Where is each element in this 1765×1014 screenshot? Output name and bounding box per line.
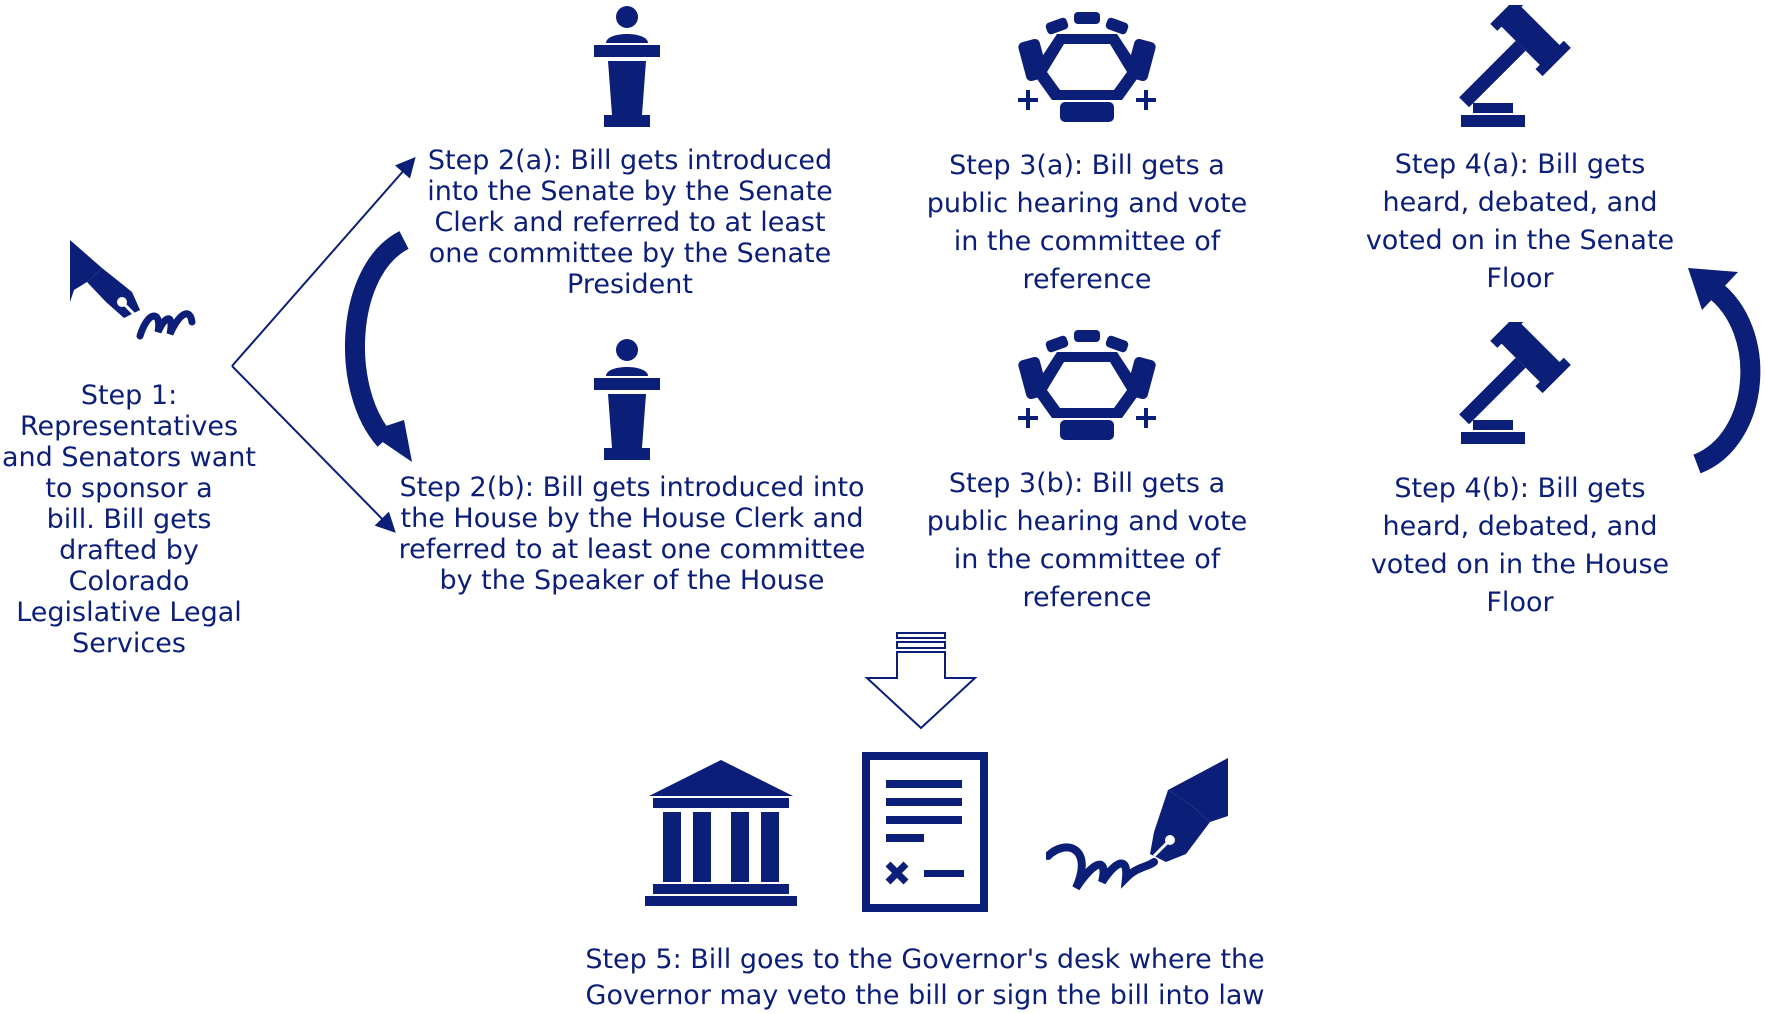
podium-speaker-icon: [594, 339, 660, 460]
fountain-pen-signature-icon: [70, 240, 196, 340]
curved-arrow-house-to-senate: [1688, 268, 1761, 474]
step4b-text: Step 4(b): Bill gets heard, debated, and…: [1370, 473, 1670, 618]
step2b-text: Step 2(b): Bill gets introduced into the…: [398, 472, 866, 596]
document-signature-icon: [862, 752, 988, 912]
step3a-text: Step 3(a): Bill gets a public hearing an…: [926, 150, 1248, 295]
step5-text: Step 5: Bill goes to the Governor's desk…: [585, 944, 1265, 1011]
down-arrow-icon: [864, 632, 978, 730]
arrow-to-step2b: [231, 365, 396, 533]
gavel-icon: [1459, 5, 1571, 127]
conference-table-icon: [1018, 12, 1156, 122]
arrow-to-step2a: [231, 156, 416, 367]
step2a-text: Step 2(a): Bill gets introduced into the…: [427, 145, 833, 300]
gavel-icon: [1459, 322, 1571, 444]
step3b-text: Step 3(b): Bill gets a public hearing an…: [926, 468, 1248, 613]
step4a-text: Step 4(a): Bill gets heard, debated, and…: [1365, 149, 1675, 294]
podium-speaker-icon: [594, 6, 660, 127]
conference-table-icon: [1018, 330, 1156, 440]
fountain-pen-signature-icon: [1046, 758, 1228, 891]
curved-arrow-senate-to-house: [344, 231, 412, 462]
step1-text: Step 1: Representatives and Senators wan…: [2, 380, 256, 659]
capitol-building-icon: [645, 760, 797, 906]
